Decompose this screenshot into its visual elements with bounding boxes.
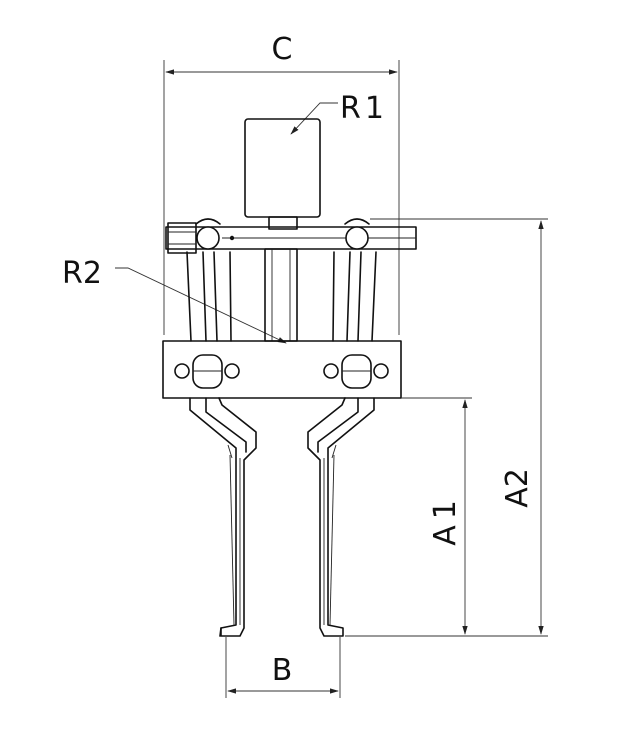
spindle [264,248,298,342]
dimension-a2: A2 [370,218,548,635]
left-jaw [189,397,257,637]
callout-r1: R1 [290,91,388,135]
right-jaw [307,397,375,637]
screw-head [244,118,321,230]
label-b: B [272,653,293,688]
cross-block [162,340,402,399]
crossbar [165,218,417,254]
callout-r2: R2 [62,256,287,344]
label-a2: A2 [500,468,535,508]
label-r2: R2 [62,256,102,291]
dimension-a1: A1 [345,397,548,637]
dimension-b: B [225,637,341,698]
label-a1: A1 [428,494,463,546]
label-r1: R1 [340,91,388,126]
label-c: C [272,32,293,67]
dimension-c: C [163,32,400,335]
upper-arms [186,251,377,342]
